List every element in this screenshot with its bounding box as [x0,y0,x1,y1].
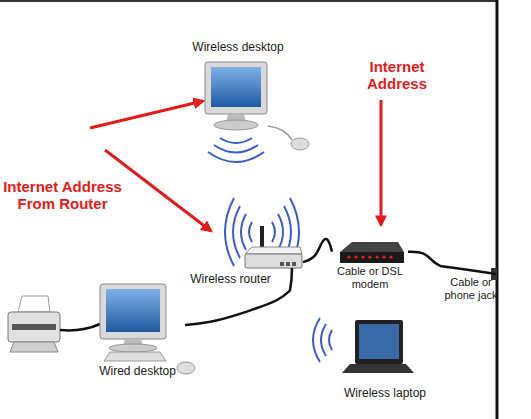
modem-led [375,255,378,258]
device-label: Wireless laptop [330,386,440,400]
printer-cable [60,324,100,330]
printer-tray [10,342,58,352]
mouse-cord [268,126,292,140]
modem-led [389,255,392,258]
router-body [245,254,302,268]
monitor-bezel [205,62,267,114]
wireless-router: Wireless router [178,222,303,290]
monitor-bezel [100,284,166,339]
router-port [286,262,290,266]
callout-arrow [90,101,203,128]
router-port [292,262,296,266]
network-cable [303,239,332,262]
wireless-wave [313,318,320,362]
mouse [291,138,309,150]
monitor-screen [106,289,160,332]
wireless-laptop: Wireless laptop [330,318,440,403]
wireless-wave [249,222,252,242]
printer-paper [18,296,50,312]
modem-led [361,255,364,258]
device-label: Wireless desktop [178,40,298,54]
monitor-base [214,120,258,130]
router-top [245,247,302,254]
wired-desktop: Wired desktop [90,282,185,382]
printer-body [8,312,60,342]
monitor-screen [211,67,261,107]
wireless-wave [225,198,234,266]
wireless-desktop: Wireless desktop [178,40,298,165]
modem-top [340,242,404,252]
wireless-wave [208,152,264,162]
modem-led [347,255,350,258]
modem-led [368,255,371,258]
wireless-wave [278,214,283,250]
frame-line [0,0,497,2]
callout-arrow [380,100,383,225]
wireless-wave [329,330,332,350]
laptop-screen [359,324,399,359]
callout-label: Internet Address [358,58,436,92]
device-label: Cable or phone jack [440,276,502,302]
modem: Cable or DSL modem [332,240,408,305]
device-label: Cable or DSL modem [332,265,408,291]
wireless-wave [233,206,240,258]
callout-label: Internet Address From Router [0,178,125,212]
device-label: Wired desktop [90,364,185,378]
wall-line [496,0,499,419]
modem-led [354,255,357,258]
modem-led [382,255,385,258]
printer-slot [12,324,56,330]
wireless-wave [272,222,275,242]
wireless-wave [321,324,326,356]
wireless-wave [214,145,258,153]
wireless-wave [241,214,246,250]
laptop-lid [355,320,403,364]
wireless-wave [220,138,252,143]
network-cable [408,252,440,266]
device-label: Wireless router [178,272,283,286]
laptop-base [342,364,414,373]
network-cable [185,290,291,325]
cable-stub [440,266,496,274]
cable-stub [290,268,292,290]
phone-jack: Cable or phone jack [440,262,502,310]
monitor-base [109,344,157,352]
router-port [280,262,284,266]
modem-body [340,252,404,263]
keyboard [104,352,166,361]
mouse [177,362,195,374]
